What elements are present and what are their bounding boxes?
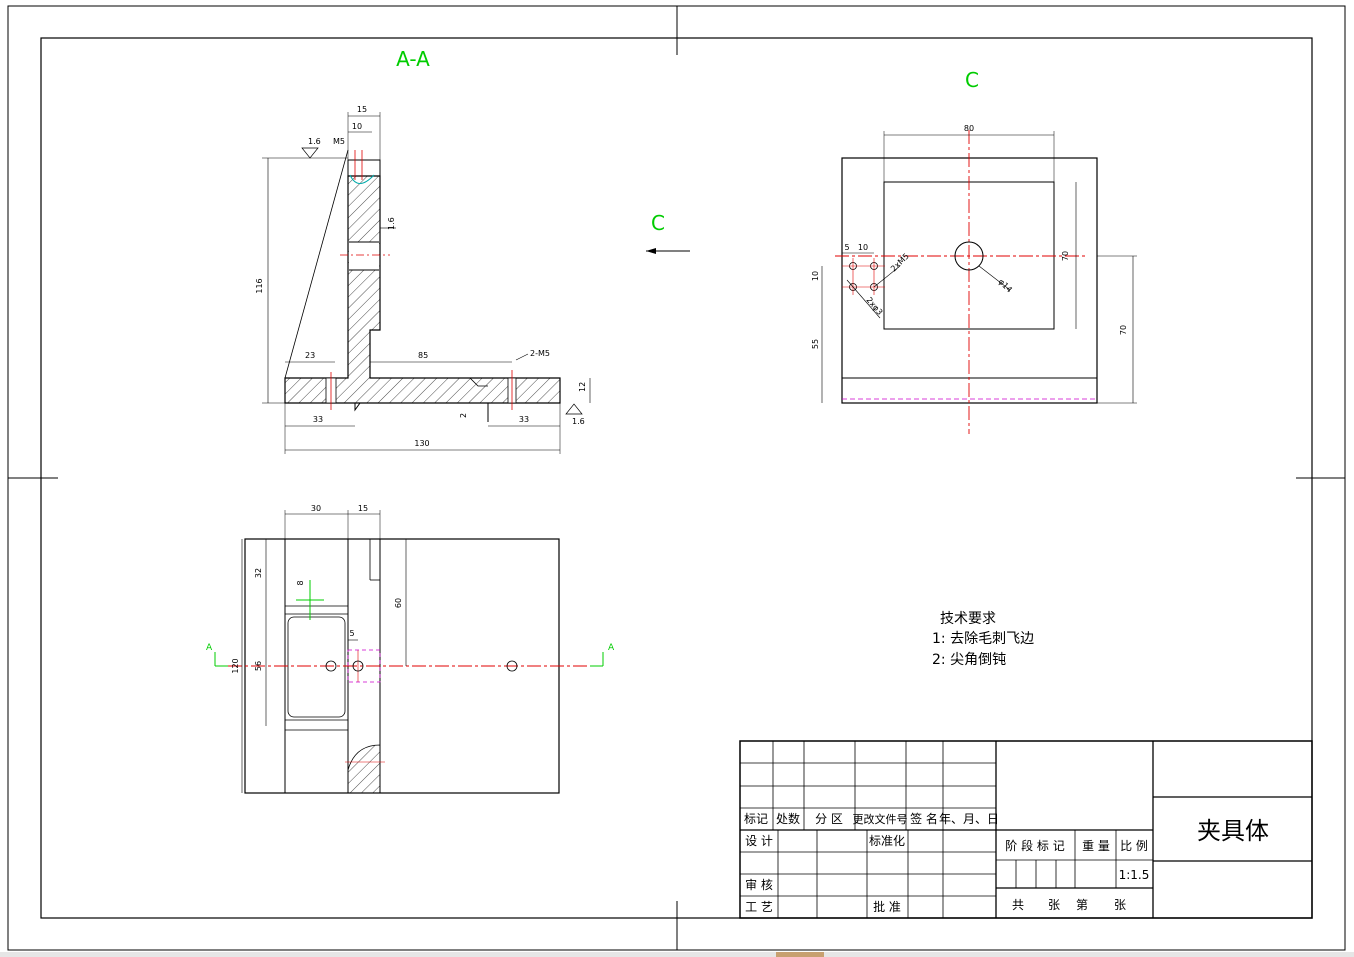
svg-text:2xφ3: 2xφ3 — [864, 296, 884, 317]
svg-text:1.6: 1.6 — [387, 217, 396, 230]
view-c-arrow — [646, 248, 690, 254]
svg-text:70: 70 — [1119, 325, 1128, 335]
view-c: 80 5 10 10 55 70 70 φ14 2xM5 2xφ3 — [811, 124, 1137, 434]
svg-text:10: 10 — [811, 271, 820, 281]
svg-text:处数: 处数 — [776, 811, 800, 826]
top-view: 30 15 32 8 60 5 120 56 A A — [206, 504, 615, 794]
inner-border — [40, 37, 1313, 919]
svg-text:1:1.5: 1:1.5 — [1119, 868, 1150, 882]
svg-text:阶 段 标 记: 阶 段 标 记 — [1005, 838, 1064, 853]
svg-text:5: 5 — [844, 243, 849, 252]
svg-text:10: 10 — [352, 122, 362, 131]
svg-text:张: 张 — [1114, 898, 1126, 912]
svg-text:56: 56 — [254, 661, 263, 671]
centering-marks — [8, 6, 1345, 950]
svg-text:1.6: 1.6 — [308, 137, 321, 146]
bottom-strip — [0, 952, 1354, 957]
svg-text:60: 60 — [394, 598, 403, 608]
svg-text:10: 10 — [858, 243, 868, 252]
svg-text:120: 120 — [231, 658, 240, 673]
svg-text:130: 130 — [414, 439, 429, 448]
outer-border — [7, 5, 1346, 951]
svg-text:33: 33 — [313, 415, 323, 424]
svg-text:分 区: 分 区 — [815, 812, 843, 826]
svg-text:55: 55 — [811, 339, 820, 349]
svg-text:张: 张 — [1048, 898, 1060, 912]
svg-text:32: 32 — [254, 568, 263, 578]
svg-text:23: 23 — [305, 351, 315, 360]
svg-text:签 名: 签 名 — [910, 811, 938, 826]
svg-text:116: 116 — [255, 278, 264, 293]
section-aa-title: A-A — [396, 47, 430, 71]
svg-text:30: 30 — [311, 504, 321, 513]
svg-text:标准化: 标准化 — [869, 834, 905, 848]
svg-text:M5: M5 — [333, 137, 345, 146]
svg-text:标记: 标记 — [744, 812, 768, 826]
svg-text:设 计: 设 计 — [745, 834, 773, 848]
svg-text:审 核: 审 核 — [745, 877, 773, 892]
svg-text:比 例: 比 例 — [1120, 839, 1148, 853]
svg-text:A: A — [206, 643, 213, 653]
svg-text:技术要求: 技术要求 — [940, 611, 996, 627]
svg-text:80: 80 — [964, 124, 974, 133]
svg-text:2-M5: 2-M5 — [530, 349, 550, 358]
svg-text:工 艺: 工 艺 — [745, 900, 773, 914]
svg-text:1.6: 1.6 — [572, 417, 585, 426]
svg-text:A: A — [608, 643, 615, 653]
svg-text:70: 70 — [1061, 251, 1070, 261]
view-c-arrow-label: C — [651, 211, 665, 235]
svg-text:15: 15 — [357, 105, 367, 114]
svg-text:15: 15 — [358, 504, 368, 513]
svg-text:2: 2 — [459, 413, 468, 418]
svg-text:更改文件号: 更改文件号 — [853, 812, 908, 826]
svg-text:2: 尖角倒钝: 2: 尖角倒钝 — [932, 652, 1006, 668]
section-aa-view: 116 15 10 1.6 M5 1.6 23 85 2-M5 12 2 33 … — [255, 105, 591, 454]
svg-text:共: 共 — [1012, 898, 1024, 912]
view-c-title: C — [965, 68, 979, 92]
svg-text:85: 85 — [418, 351, 428, 360]
title-block — [739, 740, 1313, 919]
svg-text:5: 5 — [349, 629, 354, 638]
svg-text:1: 去除毛刺飞边: 1: 去除毛刺飞边 — [932, 631, 1034, 647]
svg-text:8: 8 — [296, 580, 305, 585]
svg-text:年、月、日: 年、月、日 — [939, 812, 999, 826]
svg-text:2xM5: 2xM5 — [889, 252, 911, 274]
svg-text:33: 33 — [519, 415, 529, 424]
tech-requirements: 技术要求 1: 去除毛刺飞边 2: 尖角倒钝 — [932, 611, 1034, 668]
svg-text:批 准: 批 准 — [873, 899, 901, 914]
svg-text:φ14: φ14 — [997, 277, 1014, 294]
svg-text:12: 12 — [578, 382, 587, 392]
svg-text:第: 第 — [1076, 898, 1088, 912]
part-name: 夹具体 — [1197, 817, 1269, 845]
svg-text:重 量: 重 量 — [1082, 839, 1110, 853]
title-block-text: 标记 处数 分 区 更改文件号 签 名 年、月、日 设 计 标准化 审 核 工 … — [744, 811, 1269, 914]
bottom-strip-accent — [776, 952, 824, 957]
